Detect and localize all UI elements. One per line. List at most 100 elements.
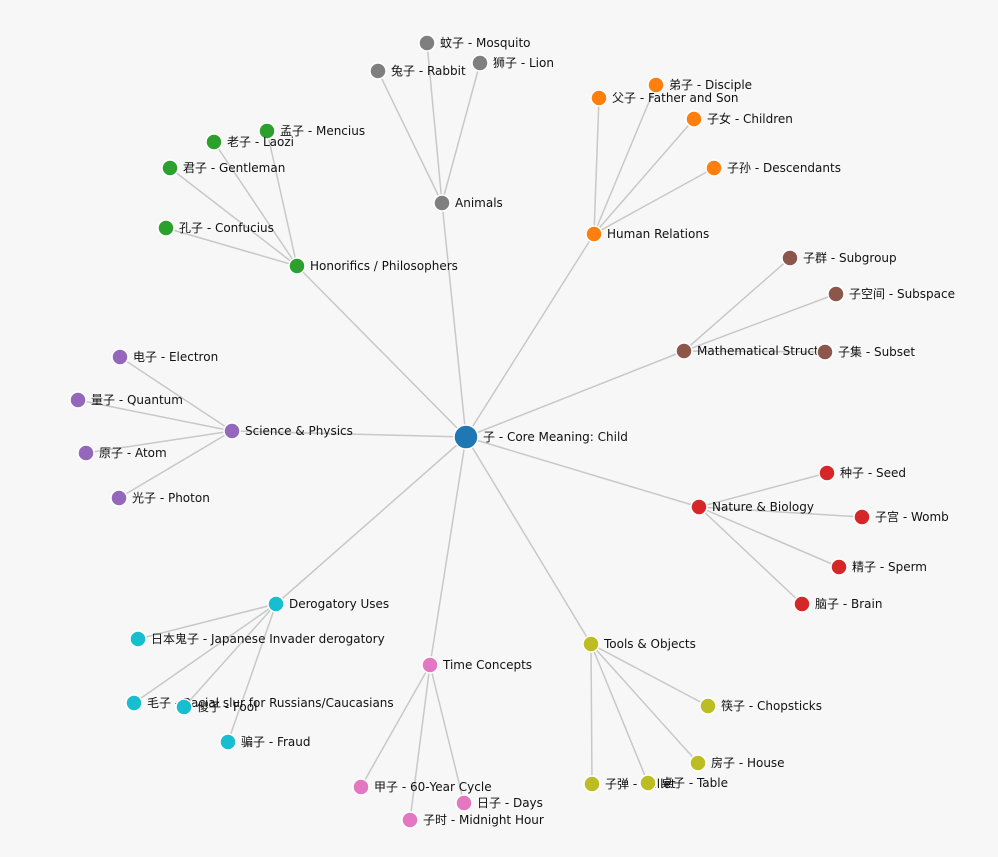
node-cycle[interactable]: 甲子 - 60-Year Cycle — [352, 778, 492, 796]
node-children[interactable]: 子女 - Children — [685, 110, 793, 128]
node-photon[interactable]: 光子 - Photon — [110, 489, 210, 507]
node-laozi[interactable]: 老子 - Laozi — [205, 133, 294, 151]
node-dot-bullet[interactable] — [583, 775, 601, 793]
node-womb[interactable]: 子宫 - Womb — [853, 508, 949, 526]
node-dot-confucius[interactable] — [157, 219, 175, 237]
node-dot-children[interactable] — [685, 110, 703, 128]
link-tools-table — [590, 643, 649, 784]
node-dot-table[interactable] — [639, 774, 657, 792]
node-mencius[interactable]: 孟子 - Mencius — [258, 122, 365, 140]
node-subset[interactable]: 子集 - Subset — [816, 343, 915, 361]
node-electron[interactable]: 电子 - Electron — [111, 348, 218, 366]
link-math-subspace — [683, 293, 837, 352]
node-chopsticks[interactable]: 筷子 - Chopsticks — [699, 697, 822, 715]
node-fatherson[interactable]: 父子 - Father and Son — [590, 89, 739, 107]
link-science-electron — [119, 356, 233, 432]
node-dot-honorifics[interactable] — [288, 257, 306, 275]
node-dot-rabbit[interactable] — [369, 62, 387, 80]
node-derogatory[interactable]: Derogatory Uses — [267, 595, 389, 613]
node-dot-mencius[interactable] — [258, 122, 276, 140]
node-midnight[interactable]: 子时 - Midnight Hour — [401, 811, 544, 829]
node-dot-tools[interactable] — [582, 635, 600, 653]
node-dot-subspace[interactable] — [827, 285, 845, 303]
node-dot-nature[interactable] — [690, 498, 708, 516]
node-label-mencius: 孟子 - Mencius — [280, 124, 365, 138]
node-confucius[interactable]: 孔子 - Confucius — [157, 219, 274, 237]
link-time-cycle — [360, 664, 431, 788]
node-dot-descendants[interactable] — [705, 159, 723, 177]
node-days[interactable]: 日子 - Days — [455, 794, 543, 812]
node-dot-fraud[interactable] — [219, 733, 237, 751]
node-sperm[interactable]: 精子 - Sperm — [830, 558, 927, 576]
node-quantum[interactable]: 量子 - Quantum — [69, 391, 183, 409]
node-fool[interactable]: 傻子 - Fool — [175, 698, 257, 716]
node-center[interactable]: 子 - Core Meaning: Child — [453, 424, 628, 450]
node-dot-subset[interactable] — [816, 343, 834, 361]
node-science[interactable]: Science & Physics — [223, 422, 353, 440]
node-dot-fatherson[interactable] — [590, 89, 608, 107]
node-dot-mosquito[interactable] — [418, 34, 436, 52]
node-dot-days[interactable] — [455, 794, 473, 812]
node-dot-quantum[interactable] — [69, 391, 87, 409]
link-nature-brain — [698, 506, 803, 605]
node-dot-animals[interactable] — [433, 194, 451, 212]
node-maozi[interactable]: 毛子 - Racial slur for Russians/Caucasians — [125, 694, 394, 712]
link-tools-bullet — [590, 643, 593, 785]
node-animals[interactable]: Animals — [433, 194, 503, 212]
node-dot-disciple[interactable] — [647, 76, 665, 94]
node-dot-maozi[interactable] — [125, 694, 143, 712]
node-descendants[interactable]: 子孙 - Descendants — [705, 159, 841, 177]
node-label-nature: Nature & Biology — [712, 500, 814, 514]
node-dot-lion[interactable] — [471, 54, 489, 72]
node-label-disciple: 弟子 - Disciple — [669, 78, 752, 92]
node-label-derogatory: Derogatory Uses — [289, 597, 389, 611]
node-dot-photon[interactable] — [110, 489, 128, 507]
node-honorifics[interactable]: Honorifics / Philosophers — [288, 257, 458, 275]
node-tools[interactable]: Tools & Objects — [582, 635, 696, 653]
node-dot-time[interactable] — [421, 656, 439, 674]
node-dot-midnight[interactable] — [401, 811, 419, 829]
node-dot-gentleman[interactable] — [161, 159, 179, 177]
node-dot-womb[interactable] — [853, 508, 871, 526]
node-brain[interactable]: 脑子 - Brain — [793, 595, 882, 613]
node-house[interactable]: 房子 - House — [689, 754, 785, 772]
node-gentleman[interactable]: 君子 - Gentleman — [161, 159, 285, 177]
node-dot-chopsticks[interactable] — [699, 697, 717, 715]
node-label-tools: Tools & Objects — [603, 637, 696, 651]
link-human-children — [593, 118, 695, 235]
node-dot-seed[interactable] — [818, 464, 836, 482]
node-dot-math[interactable] — [675, 342, 693, 360]
node-dot-japanese[interactable] — [129, 630, 147, 648]
node-lion[interactable]: 狮子 - Lion — [471, 54, 554, 72]
node-dot-sperm[interactable] — [830, 558, 848, 576]
node-dot-cycle[interactable] — [352, 778, 370, 796]
node-subspace[interactable]: 子空间 - Subspace — [827, 285, 955, 303]
node-dot-science[interactable] — [223, 422, 241, 440]
node-disciple[interactable]: 弟子 - Disciple — [647, 76, 752, 94]
node-math[interactable]: Mathematical Structu — [675, 342, 826, 360]
node-dot-fool[interactable] — [175, 698, 193, 716]
node-seed[interactable]: 种子 - Seed — [818, 464, 906, 482]
node-nature[interactable]: Nature & Biology — [690, 498, 814, 516]
node-dot-derogatory[interactable] — [267, 595, 285, 613]
node-time[interactable]: Time Concepts — [421, 656, 532, 674]
node-japanese[interactable]: 日本鬼子 - Japanese Invader derogatory — [129, 630, 385, 648]
node-mosquito[interactable]: 蚊子 - Mosquito — [418, 34, 531, 52]
node-table[interactable]: 桌子 - Table — [639, 774, 728, 792]
node-dot-house[interactable] — [689, 754, 707, 772]
node-atom[interactable]: 原子 - Atom — [77, 444, 167, 462]
node-fraud[interactable]: 骗子 - Fraud — [219, 733, 311, 751]
node-dot-atom[interactable] — [77, 444, 95, 462]
node-dot-laozi[interactable] — [205, 133, 223, 151]
node-dot-center[interactable] — [453, 424, 479, 450]
node-label-lion: 狮子 - Lion — [493, 56, 554, 70]
node-rabbit[interactable]: 兔子 - Rabbit — [369, 62, 466, 80]
node-subgroup[interactable]: 子群 - Subgroup — [781, 249, 897, 267]
node-dot-electron[interactable] — [111, 348, 129, 366]
link-honorifics-laozi — [213, 141, 298, 267]
node-dot-subgroup[interactable] — [781, 249, 799, 267]
node-dot-brain[interactable] — [793, 595, 811, 613]
node-human[interactable]: Human Relations — [585, 225, 709, 243]
node-label-electron: 电子 - Electron — [133, 350, 218, 364]
node-dot-human[interactable] — [585, 225, 603, 243]
